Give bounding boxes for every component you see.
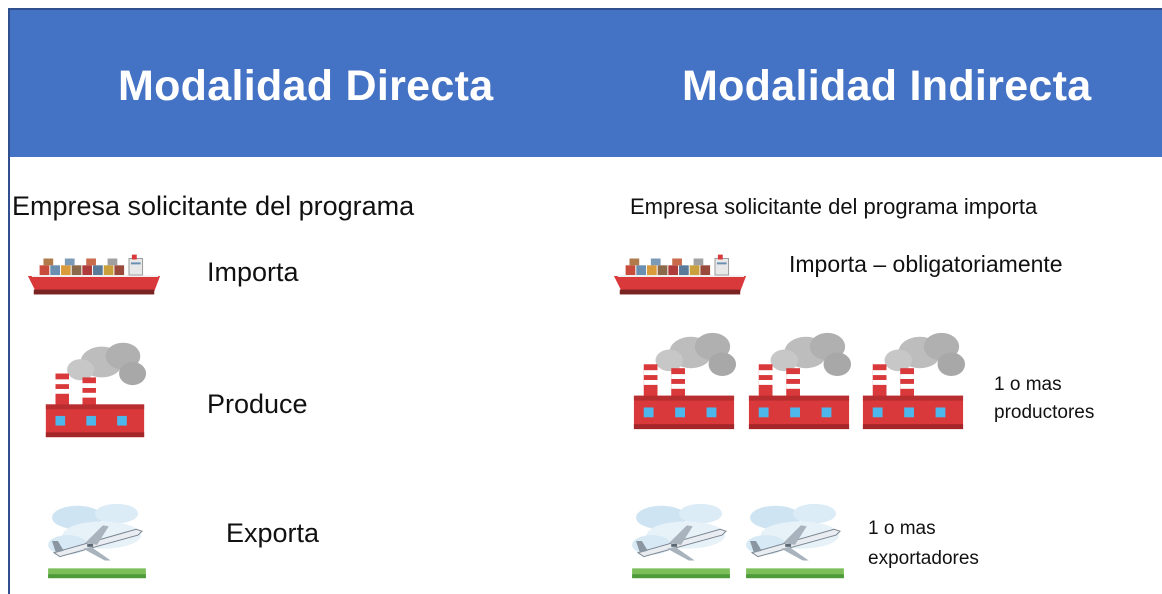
factory-icon xyxy=(745,325,853,433)
direct-mode-title: Modalidad Directa xyxy=(118,62,494,110)
right-subtitle: Empresa solicitante del programa importa xyxy=(630,194,1038,219)
factory-icon xyxy=(859,325,967,433)
left-subtitle: Empresa solicitante del programa xyxy=(12,191,415,221)
producers-line1: 1 o mas xyxy=(994,374,1062,395)
exporters-line2: exportadores xyxy=(868,548,979,569)
slide-frame xyxy=(8,8,1162,594)
factory-icon xyxy=(630,325,738,433)
right-import-label: Importa – obligatoriamente xyxy=(789,251,1063,277)
header-banner: Modalidad Directa Modalidad Indirecta xyxy=(10,10,1162,157)
exporters-label: 1 o mas exportadores xyxy=(868,514,979,574)
left-export-label: Exporta xyxy=(226,518,320,548)
airplane-icon xyxy=(631,496,731,584)
left-produce-label: Produce xyxy=(207,389,308,419)
airplane-icon xyxy=(47,496,147,584)
indirect-mode-title: Modalidad Indirecta xyxy=(682,62,1092,110)
exporters-line1: 1 o mas xyxy=(868,518,936,539)
producers-label: 1 o mas productores xyxy=(994,371,1094,427)
left-import-label: Importa xyxy=(207,257,299,287)
factory-icon xyxy=(42,335,148,441)
cargo-ship-icon xyxy=(612,254,748,298)
airplane-icon xyxy=(745,496,845,584)
producers-line2: productores xyxy=(994,402,1095,423)
cargo-ship-icon xyxy=(26,254,162,298)
